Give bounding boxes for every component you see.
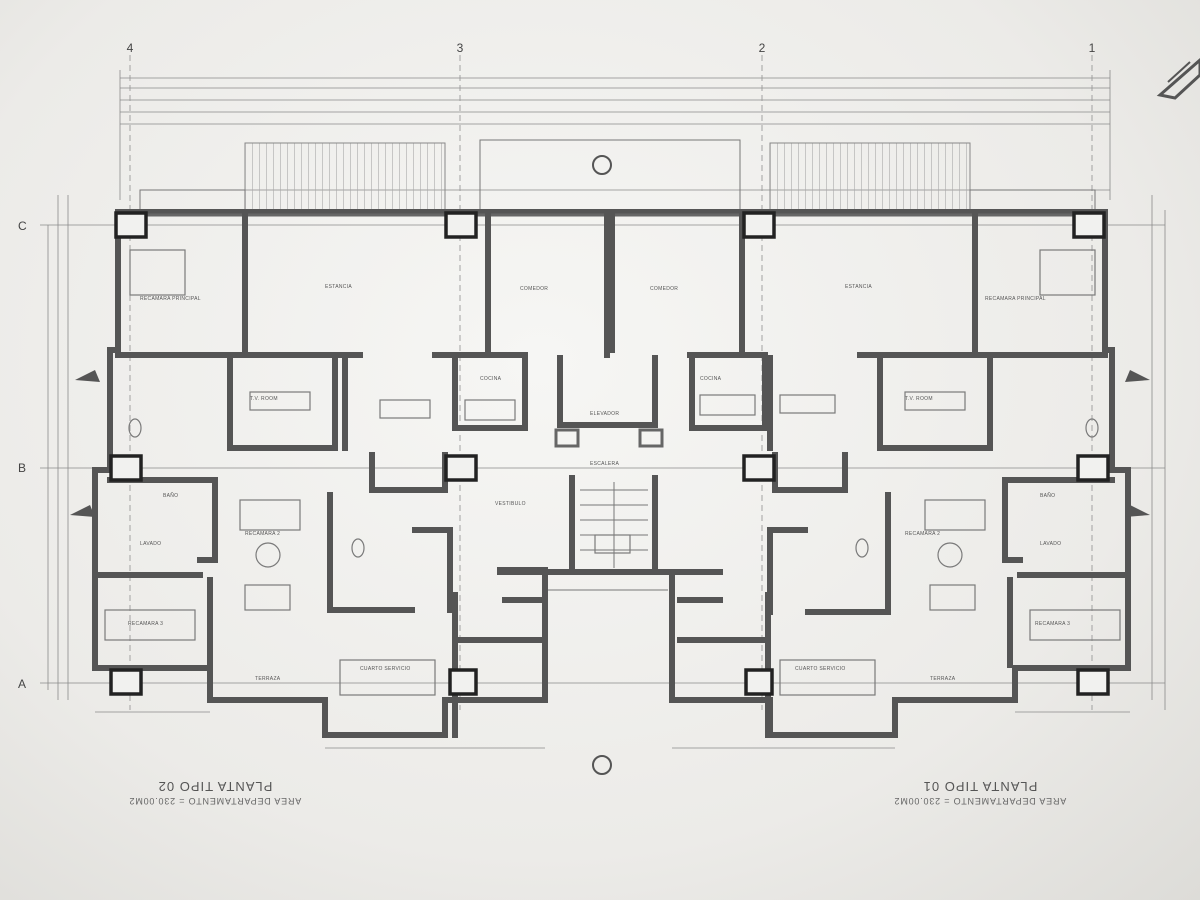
structural-columns	[109, 211, 1110, 696]
grid-row-labels: C B A	[18, 219, 27, 691]
plan-title-right-area: AREA DEPARTAMENTO = 230.00M2	[894, 796, 1067, 806]
grid-axes	[129, 55, 1093, 710]
grid-col-2: 2	[759, 41, 766, 55]
north-arrow-icon	[1156, 58, 1200, 100]
interior-walls-left	[92, 209, 548, 738]
stairs-label: ESCALERA	[590, 461, 619, 467]
room-label: CUARTO SERVICIO	[360, 666, 411, 672]
elevator-label: ELEVADOR	[590, 411, 619, 417]
interior-walls-right	[609, 209, 1131, 738]
grid-row-c: C	[18, 219, 27, 233]
room-labels-left: RECAMARA PRINCIPAL ESTANCIA COMEDOR T.V.…	[128, 284, 548, 682]
room-label: RECAMARA 3	[128, 621, 163, 627]
room-label: TERRAZA	[930, 676, 956, 682]
room-label: CUARTO SERVICIO	[795, 666, 846, 672]
room-label: BAÑO	[163, 492, 178, 499]
room-label: RECAMARA 3	[1035, 621, 1070, 627]
room-label: LAVADO	[1040, 541, 1061, 547]
room-label: ESTANCIA	[845, 284, 872, 290]
plan-title-left-name: PLANTA TIPO 02	[158, 779, 273, 794]
section-markers	[70, 155, 1150, 775]
room-label: T.V. ROOM	[905, 396, 933, 402]
grid-row-a: A	[18, 677, 26, 691]
room-label: BAÑO	[1040, 492, 1055, 499]
plan-title-right-name: PLANTA TIPO 01	[923, 779, 1038, 794]
room-label: COCINA	[700, 376, 722, 382]
room-label: COMEDOR	[650, 286, 678, 292]
room-label: RECAMARA PRINCIPAL	[985, 296, 1046, 302]
room-label: TERRAZA	[255, 676, 281, 682]
room-label: ESTANCIA	[325, 284, 352, 290]
core-labels: ELEVADOR ESCALERA VESTIBULO	[495, 411, 619, 507]
room-label: T.V. ROOM	[250, 396, 278, 402]
grid-row-b: B	[18, 461, 26, 475]
grid-col-1: 1	[1089, 41, 1096, 55]
room-label: RECAMARA PRINCIPAL	[140, 296, 201, 302]
lobby-label: VESTIBULO	[495, 501, 526, 507]
central-core	[497, 212, 723, 591]
room-label: COMEDOR	[520, 286, 548, 292]
grid-column-labels: 4 3 2 1	[127, 41, 1096, 55]
room-label: RECAMARA 2	[245, 531, 280, 537]
room-label: LAVADO	[140, 541, 161, 547]
balconies	[139, 139, 1096, 213]
grid-col-4: 4	[127, 41, 134, 55]
fixtures	[104, 249, 1121, 696]
plan-title-right: PLANTA TIPO 01 AREA DEPARTAMENTO = 230.0…	[894, 779, 1067, 806]
room-labels-right: RECAMARA PRINCIPAL ESTANCIA COMEDOR T.V.…	[650, 284, 1070, 682]
plan-title-left-area: AREA DEPARTAMENTO = 230.00M2	[129, 796, 302, 806]
grid-col-3: 3	[457, 41, 464, 55]
room-label: COCINA	[480, 376, 502, 382]
room-label: RECAMARA 2	[905, 531, 940, 537]
bottom-dimension-lines	[95, 711, 1130, 749]
plan-title-left: PLANTA TIPO 02 AREA DEPARTAMENTO = 230.0…	[129, 779, 302, 806]
